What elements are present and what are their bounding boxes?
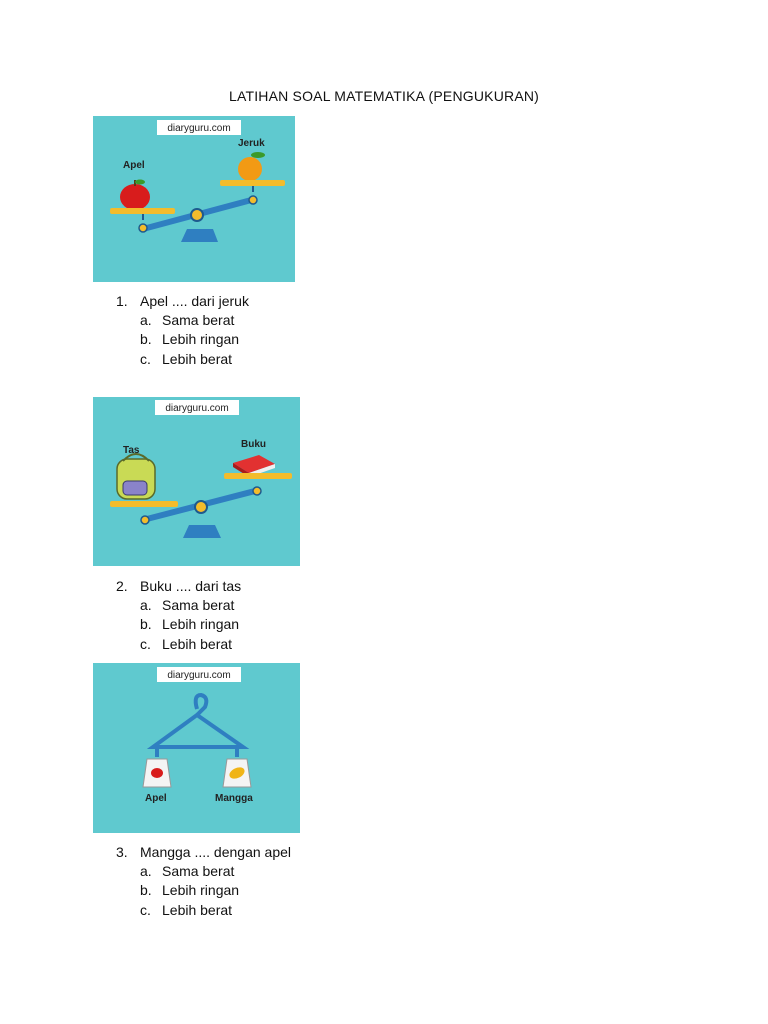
hanger-icon <box>146 692 250 757</box>
option-c: c. Lebih berat <box>116 901 291 920</box>
apple-bag-icon <box>142 758 172 788</box>
watermark: diaryguru.com <box>167 670 230 681</box>
option-letter: c. <box>140 901 151 918</box>
option-letter: a. <box>140 597 152 613</box>
option-letter: c. <box>140 350 151 367</box>
option-b: b. Lebih ringan <box>116 330 249 349</box>
question-text: Mangga .... dengan apel <box>140 844 292 860</box>
option-letter: a. <box>140 312 152 328</box>
label-right: Jeruk <box>238 138 265 149</box>
balance-scale-icon <box>110 473 292 538</box>
apple-icon <box>120 179 150 210</box>
option-text: Sama berat <box>162 863 235 879</box>
question-number: 1. <box>116 293 128 309</box>
watermark: diaryguru.com <box>165 403 228 414</box>
backpack-icon <box>116 453 156 500</box>
option-c: c. Lebih berat <box>116 635 241 654</box>
orange-icon <box>238 152 265 181</box>
option-a: a. Sama berat <box>116 596 241 615</box>
option-text: Lebih berat <box>162 635 233 652</box>
option-letter: a. <box>140 863 152 879</box>
question-3: 3. Mangga .... dengan apel a. Sama berat b… <box>116 843 291 920</box>
option-text: Lebih berat <box>162 350 233 367</box>
question-number: 2. <box>116 578 128 594</box>
question-1: 1. Apel .... dari jeruk a. Sama berat b. Le… <box>116 292 249 369</box>
question-number: 3. <box>116 844 128 860</box>
option-b: b. Lebih ringan <box>116 881 291 900</box>
option-letter: b. <box>140 331 152 348</box>
label-left: Tas <box>123 445 140 456</box>
option-letter: b. <box>140 616 152 633</box>
option-text: Sama berat <box>162 597 235 613</box>
question-2: 2. Buku .... dari tas a. Sama berat b. Lebi… <box>116 577 241 654</box>
label-left: Apel <box>145 793 167 804</box>
option-text: Lebih ringan <box>162 331 240 348</box>
figure-3-hanger: diaryguru.com Apel Mangga <box>93 663 300 833</box>
figure-2-balance-scale: diaryguru.com Tas Buku <box>93 397 300 566</box>
page-title: LATIHAN SOAL MATEMATIKA (PENGUKURAN) <box>228 88 540 104</box>
option-text: Lebih berat <box>162 901 233 918</box>
option-letter: c. <box>140 635 151 652</box>
option-c: c. Lebih berat <box>116 350 249 369</box>
question-text: Apel .... dari jeruk <box>140 293 249 309</box>
option-text: Lebih ringan <box>162 616 240 633</box>
label-right: Mangga <box>215 793 253 804</box>
option-text: Sama berat <box>162 312 235 328</box>
watermark: diaryguru.com <box>167 123 230 134</box>
option-a: a. Sama berat <box>116 311 249 330</box>
option-text: Lebih ringan <box>162 882 240 899</box>
label-right: Buku <box>241 439 266 450</box>
option-a: a. Sama berat <box>116 862 291 881</box>
balance-scale-icon <box>110 180 285 242</box>
mango-bag-icon <box>222 758 252 788</box>
figure-1-balance-scale: diaryguru.com Apel Jeruk <box>93 116 295 282</box>
question-text: Buku .... dari tas <box>140 578 242 594</box>
label-left: Apel <box>123 160 145 171</box>
option-letter: b. <box>140 882 152 899</box>
option-b: b. Lebih ringan <box>116 615 241 634</box>
